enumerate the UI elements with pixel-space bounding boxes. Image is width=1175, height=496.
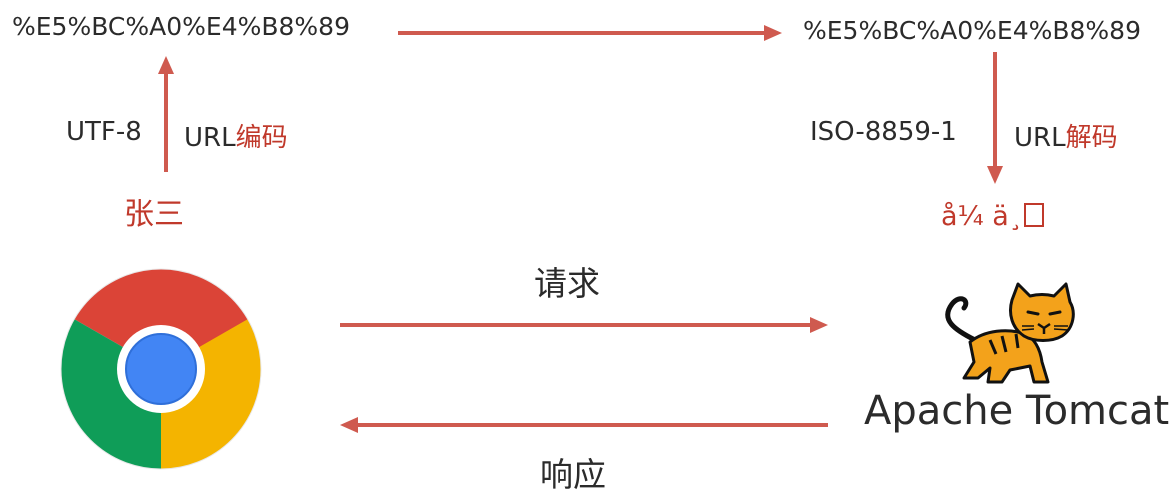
encoded-string-server: %E5%BC%A0%E4%B8%89 <box>803 16 1141 45</box>
response-label: 响应 <box>540 455 606 494</box>
decode-method: URL解码 <box>1014 117 1118 154</box>
encode-method-suffix: 编码 <box>235 123 288 153</box>
chrome-logo-icon <box>60 268 262 470</box>
decode-method-prefix: URL <box>1014 123 1066 153</box>
garbled-text: å¼ ä¸ <box>941 201 1045 232</box>
original-text: 张三 <box>124 197 184 232</box>
request-arrow <box>340 317 828 333</box>
tomcat-cat-icon <box>945 282 1075 384</box>
garbled-text-value: å¼ ä¸ <box>941 201 1023 232</box>
encoded-string-client: %E5%BC%A0%E4%B8%89 <box>12 12 350 41</box>
server-name: Apache Tomcat <box>864 388 1170 434</box>
decode-charset: ISO-8859-1 <box>810 117 957 147</box>
encode-method: URL编码 <box>184 117 288 154</box>
request-label: 请求 <box>534 264 600 303</box>
response-arrow <box>340 417 828 433</box>
missing-glyph-box <box>1024 203 1045 227</box>
decode-method-suffix: 解码 <box>1065 123 1118 153</box>
encode-method-prefix: URL <box>184 123 236 153</box>
encode-arrow <box>158 56 174 172</box>
transfer-arrow <box>398 25 782 41</box>
encode-charset: UTF-8 <box>66 117 142 147</box>
decode-arrow <box>987 52 1003 184</box>
